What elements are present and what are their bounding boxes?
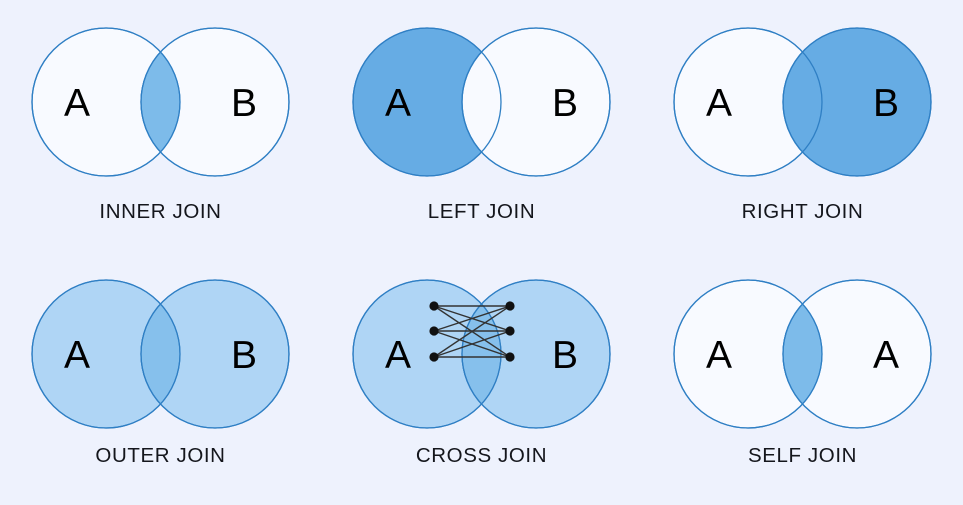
set-label-left: A	[64, 334, 90, 377]
set-circle-right	[461, 27, 611, 177]
graph-node-left	[429, 326, 439, 336]
set-label-right: B	[231, 334, 257, 377]
set-circle-left-outline	[31, 27, 181, 177]
set-circle-right-outline	[782, 279, 932, 429]
join-caption-left-join: LEFT JOIN	[427, 200, 536, 223]
set-circle-left-outline	[673, 27, 823, 177]
graph-node-left	[429, 301, 439, 311]
set-label-right: B	[873, 82, 899, 125]
set-label-right: A	[873, 334, 899, 377]
set-circle-right-outline	[140, 279, 290, 429]
graph-edge	[433, 305, 511, 332]
set-circle-right	[782, 27, 932, 177]
set-circle-right-outline	[782, 27, 932, 177]
join-caption-self-join: SELF JOIN	[747, 444, 858, 467]
graph-edge	[433, 305, 511, 358]
set-label-left: A	[706, 82, 732, 125]
join-caption-cross-join: CROSS JOIN	[415, 444, 548, 467]
set-circle-left-outline	[673, 279, 823, 429]
set-label-right: B	[231, 82, 257, 125]
set-circle-right-outline	[461, 27, 611, 177]
join-caption-right-join: RIGHT JOIN	[741, 200, 864, 223]
set-circle-left-outline	[31, 279, 181, 429]
set-label-left: A	[706, 334, 732, 377]
set-label-left: A	[385, 82, 411, 125]
graph-node-right	[505, 352, 515, 362]
join-caption-inner-join: INNER JOIN	[99, 200, 222, 223]
graph-node-right	[505, 301, 515, 311]
join-caption-outer-join: OUTER JOIN	[95, 444, 226, 467]
set-label-left: A	[64, 82, 90, 125]
set-circle-right-outline	[461, 279, 611, 429]
set-label-right: B	[552, 334, 578, 377]
graph-node-left	[429, 352, 439, 362]
set-circle-right-outline	[140, 27, 290, 177]
set-circle-left-outline	[352, 27, 502, 177]
cross-join-bipartite-graph	[429, 301, 515, 362]
set-label-left: A	[385, 334, 411, 377]
set-label-right: B	[552, 82, 578, 125]
graph-edge	[433, 330, 511, 358]
graph-node-right	[505, 326, 515, 336]
